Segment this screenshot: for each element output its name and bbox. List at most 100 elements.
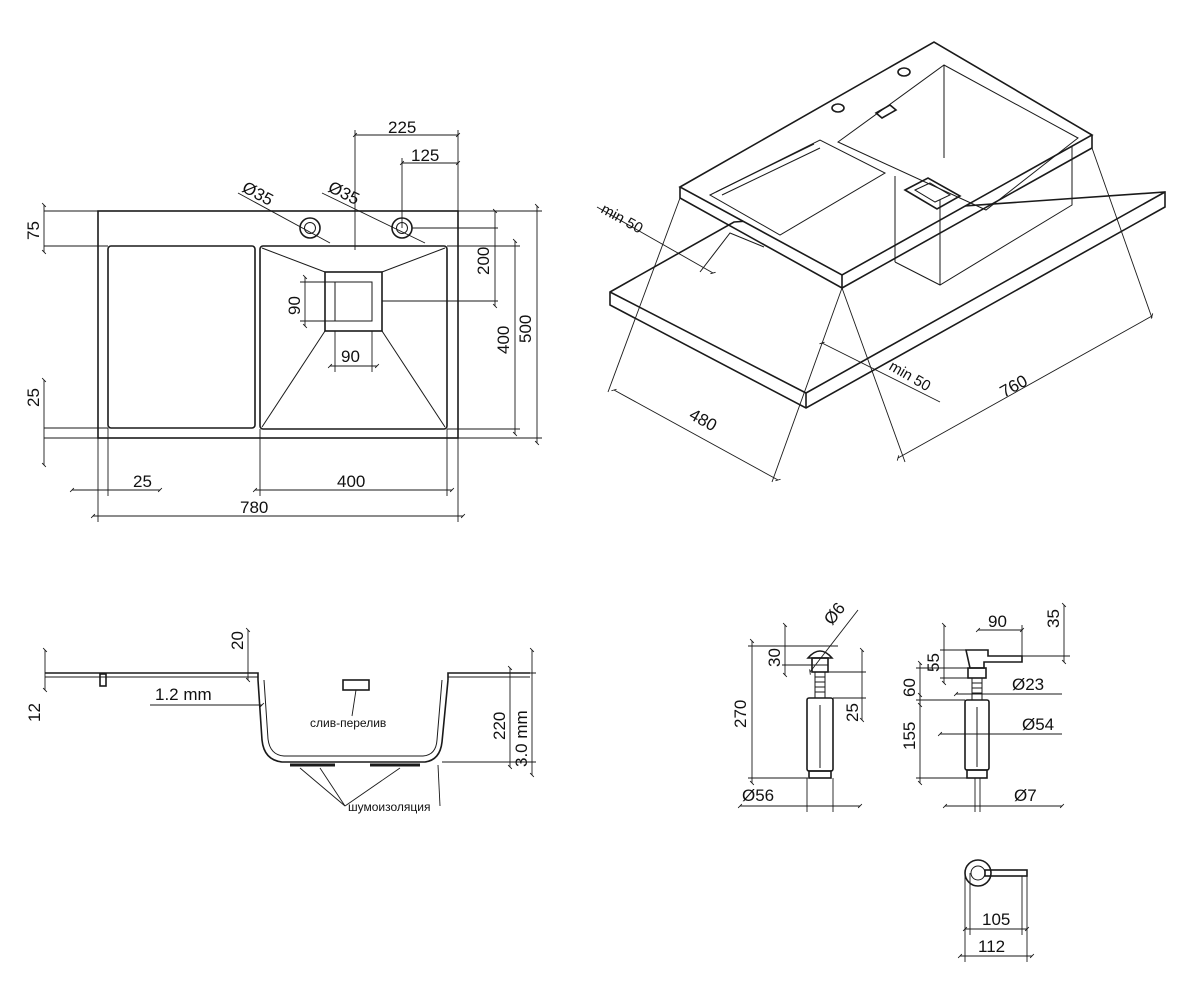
dispenser-top-body: [964, 859, 1028, 887]
insulation-leaders: шумоизоляция: [299, 764, 441, 814]
svg-text:3.0 mm: 3.0 mm: [512, 710, 531, 767]
svg-text:35: 35: [1044, 609, 1063, 628]
dim-400-vertical: 400: [447, 238, 520, 437]
dia-leader-left: [237, 192, 331, 244]
dim-55: 55: [924, 622, 968, 686]
section-overflow: [342, 679, 370, 691]
svg-text:270: 270: [731, 700, 750, 728]
dispenser-top-view: 105 112: [957, 859, 1035, 962]
dim-25-horizontal: 25: [69, 428, 163, 522]
dim-1-2mm: 1.2 mm: [150, 685, 265, 708]
svg-text:125: 125: [411, 146, 439, 165]
svg-text:Ø56: Ø56: [742, 786, 774, 805]
svg-text:155: 155: [900, 722, 919, 750]
sink-top-plate: [678, 41, 1094, 290]
svg-text:min 50: min 50: [598, 201, 646, 238]
tap-hole-left: [299, 217, 321, 239]
drain-outer: [324, 271, 383, 332]
countertop: [609, 191, 1166, 409]
svg-text:200: 200: [474, 247, 493, 275]
svg-text:25: 25: [133, 472, 152, 491]
dispenser-b-body: [964, 649, 1023, 779]
section-top-plate-left: [45, 672, 259, 680]
overflow-label: слив-перелив: [310, 716, 386, 730]
dim-780: 780: [90, 438, 466, 522]
dim-25-dispenser: 25: [828, 647, 866, 723]
svg-text:90: 90: [285, 296, 304, 315]
svg-text:225: 225: [388, 118, 416, 137]
iso-tap-hole-2: [897, 67, 911, 77]
svg-text:760: 760: [997, 371, 1031, 401]
svg-text:60: 60: [900, 678, 919, 697]
svg-text:20: 20: [228, 631, 247, 650]
bowl-outline: [259, 245, 448, 430]
svg-text:90: 90: [988, 612, 1007, 631]
dim-225: 225: [352, 118, 461, 250]
dim-dia6: Ø6: [809, 599, 859, 675]
svg-text:55: 55: [924, 653, 943, 672]
svg-text:220: 220: [490, 712, 509, 740]
dim-200: 200: [382, 208, 498, 309]
dim-105: 105: [962, 873, 1030, 935]
section-view: слив-перелив 12 20 1.2 mm 220 3.0 mm: [25, 627, 536, 814]
iso-overflow: [874, 104, 898, 119]
dim-dia7: Ø7: [942, 778, 1065, 812]
plan-view: Ø35 Ø35 225 125 75 25: [24, 118, 542, 522]
dim-155: 155: [900, 692, 967, 786]
iso-drain: [903, 177, 962, 210]
svg-text:90: 90: [341, 347, 360, 366]
svg-text:Ø6: Ø6: [820, 599, 849, 629]
dim-90-spout: 90: [975, 612, 1025, 656]
svg-text:480: 480: [686, 405, 720, 435]
dim-270: 270: [731, 638, 808, 786]
svg-text:400: 400: [494, 326, 513, 354]
svg-text:min 50: min 50: [886, 358, 933, 395]
dim-3mm: 3.0 mm: [512, 647, 535, 778]
section-clip: [99, 673, 107, 687]
dim-dia54: Ø54: [937, 715, 1062, 737]
dim-drain-height: 90: [285, 274, 335, 329]
dispenser-side-view: 90 35 55 60 Ø23 155: [900, 602, 1070, 812]
svg-text:Ø23: Ø23: [1012, 675, 1044, 694]
dim-500: 500: [458, 203, 542, 446]
dim-20: 20: [228, 627, 251, 683]
svg-text:1.2 mm: 1.2 mm: [155, 685, 212, 704]
svg-text:12: 12: [25, 703, 44, 722]
dim-dia23: Ø23: [953, 675, 1062, 697]
drainboard-area: [107, 245, 256, 429]
dia-label-left: Ø35: [239, 178, 276, 210]
svg-text:25: 25: [843, 703, 862, 722]
svg-text:Ø54: Ø54: [1022, 715, 1054, 734]
insulation-label: шумоизоляция: [348, 800, 430, 814]
svg-text:112: 112: [978, 937, 1005, 956]
bowl-slopes: [261, 247, 446, 428]
dim-drain-width: 90: [327, 331, 380, 372]
sink-outline: [97, 210, 459, 439]
dim-220: 220: [442, 665, 536, 770]
svg-text:25: 25: [24, 388, 43, 407]
section-bowl: [257, 679, 449, 763]
svg-text:780: 780: [240, 498, 268, 517]
iso-tap-hole-1: [831, 103, 845, 113]
dim-dia56: Ø56: [737, 778, 863, 812]
overflow-leader: [351, 689, 357, 717]
isometric-view: min 50 min 50 480 760: [596, 41, 1166, 483]
drainboard: [708, 139, 887, 236]
dim-125: 125: [399, 146, 461, 228]
svg-text:75: 75: [24, 221, 43, 240]
svg-text:400: 400: [337, 472, 365, 491]
svg-text:500: 500: [516, 315, 535, 343]
dispenser-a-body: [806, 650, 834, 779]
sink-bowl: [837, 64, 1079, 286]
svg-text:Ø7: Ø7: [1014, 786, 1037, 805]
svg-text:105: 105: [982, 910, 1010, 929]
dim-75: 75: [24, 202, 108, 255]
dispenser-front-view: Ø6 30 270 25 Ø56: [731, 599, 866, 812]
svg-text:30: 30: [765, 648, 784, 667]
dim-12: 12: [25, 647, 48, 722]
dim-min50-top: min 50: [596, 201, 716, 275]
dim-400-horizontal: 400: [252, 429, 455, 496]
dia-leader-right: [321, 192, 426, 244]
dim-35: 35: [1022, 602, 1070, 665]
